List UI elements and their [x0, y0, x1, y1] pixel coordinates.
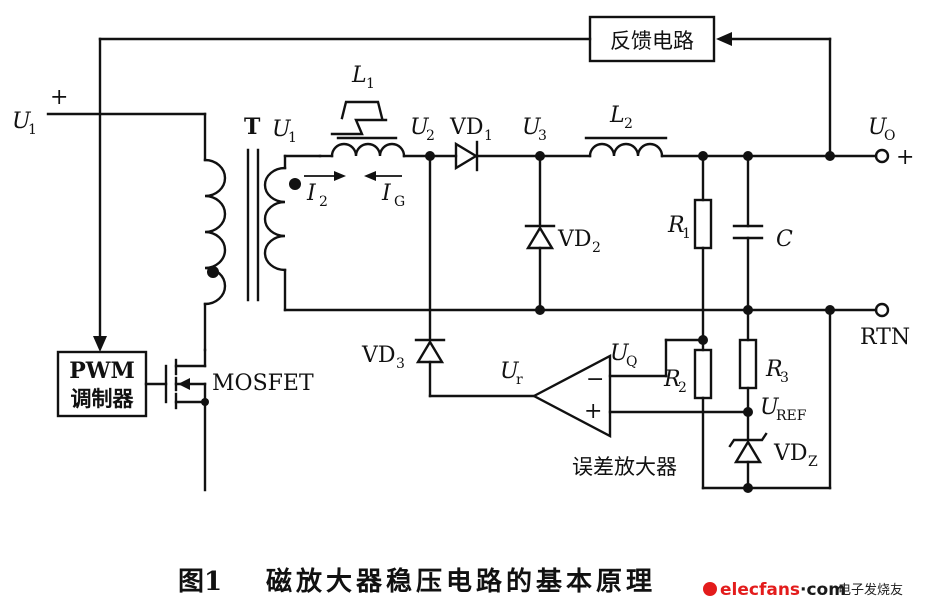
pwm-label-cn: 调制器 — [71, 387, 135, 411]
r3-body — [738, 338, 758, 390]
watermark: elecfans ·com 电子发烧友 — [703, 580, 903, 600]
node-source — [201, 398, 209, 406]
pwm-label: PWM — [69, 358, 135, 384]
r2-sub: 2 — [678, 380, 687, 396]
primary-winding — [203, 158, 227, 306]
vd2-label: VD — [557, 227, 592, 252]
i2-label: I — [306, 181, 317, 206]
r1-label: R — [667, 213, 685, 238]
u3-sub: 3 — [538, 128, 547, 144]
uo-label: U — [868, 115, 888, 140]
l1-core-symbol-top — [340, 100, 384, 120]
watermark-logo-icon — [703, 582, 717, 596]
watermark-domain: ·com — [800, 580, 846, 600]
ur-sub: r — [516, 372, 523, 388]
feedback-arrow-down — [93, 336, 107, 352]
secondary-winding — [263, 166, 287, 272]
u1-input-plus: + — [50, 85, 68, 110]
l2-label: L — [609, 103, 625, 128]
vdz-triangle — [733, 439, 763, 464]
r3-label: R — [765, 357, 783, 382]
vd3-sub: 3 — [396, 356, 405, 372]
vd1-triangle — [454, 141, 479, 171]
u3-label: U — [522, 115, 542, 140]
u1-input-sub: 1 — [28, 122, 37, 138]
amp-plus: + — [584, 399, 602, 424]
r1-body — [693, 198, 713, 250]
i2-sub: 2 — [319, 194, 328, 210]
u1-secondary-sub: 1 — [288, 130, 297, 146]
primary-dot — [207, 266, 219, 278]
ig-arrowhead — [364, 171, 376, 181]
vdz-label: VD — [773, 441, 808, 466]
figure-number: 图1 — [178, 567, 222, 597]
r2-body — [693, 348, 713, 400]
amp-minus: − — [586, 367, 604, 392]
uq-label: U — [610, 341, 630, 366]
l1-label: L — [351, 63, 367, 88]
u2-label: U — [410, 115, 430, 140]
vd3-triangle — [415, 339, 445, 364]
feedback-arrow-left — [716, 32, 732, 46]
uref-sub: REF — [776, 408, 807, 424]
u1-input-label: U — [12, 109, 32, 134]
vd3-label: VD — [361, 343, 396, 368]
watermark-site-cn: 电子发烧友 — [838, 582, 903, 598]
c-label: C — [776, 227, 793, 252]
uq-sub: Q — [626, 354, 637, 370]
l1-sub: 1 — [366, 76, 375, 92]
vd2-sub: 2 — [592, 240, 601, 256]
vd1-sub: 1 — [484, 128, 493, 144]
watermark-brand: elecfans — [720, 580, 800, 600]
mosfet-label: MOSFET — [212, 371, 314, 396]
error-amplifier — [531, 354, 612, 438]
r2-label: R — [663, 367, 681, 392]
feedback-circuit-label: 反馈电路 — [610, 29, 694, 53]
uo-sub: O — [884, 128, 895, 144]
i2-arrowhead — [334, 171, 346, 181]
error-amp-label: 误差放大器 — [572, 455, 677, 479]
node-feedback-sense — [825, 151, 835, 161]
l2-sub: 2 — [624, 116, 633, 132]
u1-secondary-label: U — [272, 117, 292, 142]
l2-winding — [588, 142, 664, 158]
r3-sub: 3 — [780, 370, 789, 386]
ig-sub: G — [394, 194, 405, 210]
vdz-sub: Z — [808, 454, 818, 470]
vd2-triangle — [525, 225, 555, 250]
rtn-label: RTN — [860, 325, 910, 350]
uref-label: U — [760, 395, 780, 420]
output-terminal-plus — [874, 148, 890, 164]
secondary-dot — [289, 178, 301, 190]
mosfet-arrow — [178, 378, 190, 390]
r1-sub: 1 — [682, 226, 691, 242]
ig-label: I — [381, 181, 392, 206]
u2-sub: 2 — [426, 128, 435, 144]
vdz-bar — [728, 432, 768, 448]
l1-winding — [330, 142, 406, 158]
output-terminal-rtn — [874, 302, 890, 318]
figure-title: 磁放大器稳压电路的基本原理 — [266, 566, 656, 597]
node-bottom — [743, 483, 753, 493]
transformer-label: T — [244, 114, 261, 140]
l1-core-symbol-bottom — [330, 118, 388, 136]
vd1-label: VD — [449, 115, 484, 140]
output-plus-sign: + — [896, 145, 914, 170]
ur-label: U — [500, 359, 520, 384]
